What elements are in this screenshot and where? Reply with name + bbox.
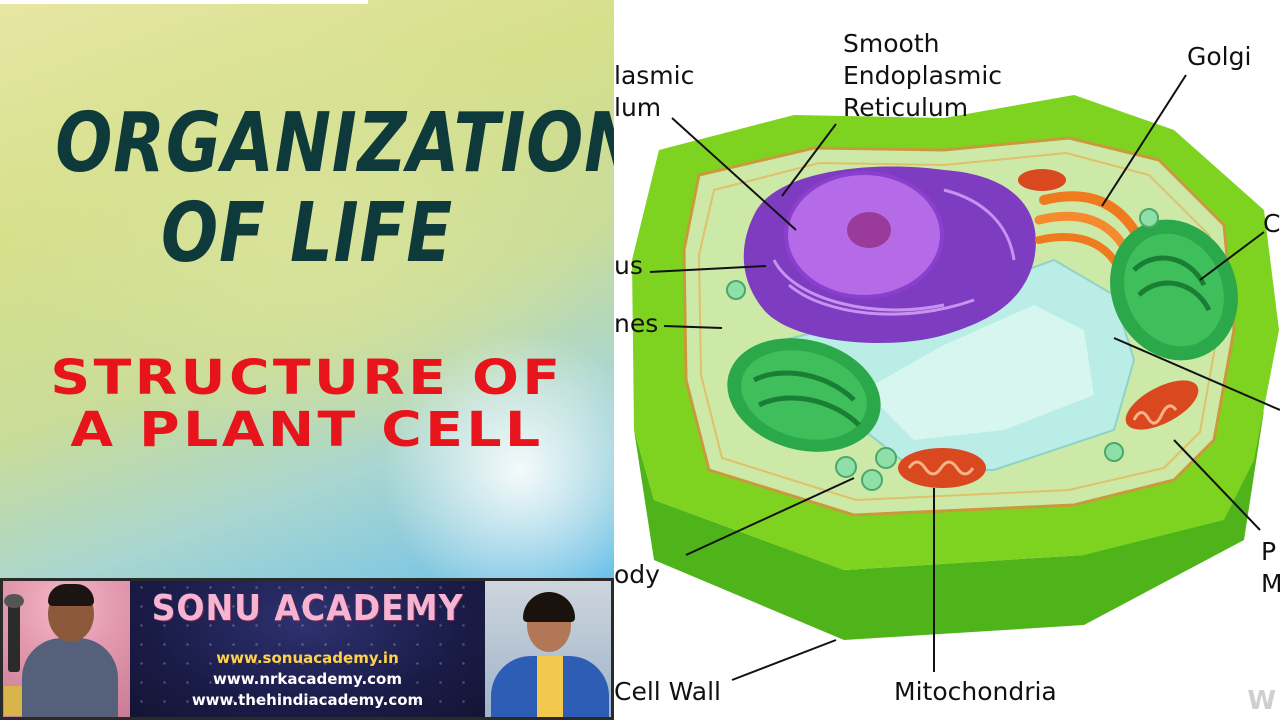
label-smooth-er-line1: Smooth xyxy=(843,28,939,60)
plant-cell-diagram: lasmic lum Smooth Endoplasmic Reticulum … xyxy=(614,0,1280,720)
academy-info: SONU ACADEMY www.sonuacademy.in www.nrka… xyxy=(130,578,485,720)
url-sonuacademy: www.sonuacademy.in xyxy=(130,648,485,669)
trophy-icon xyxy=(8,602,20,672)
subtitle-line-2: A PLANT CELL xyxy=(0,402,614,458)
vesicle xyxy=(876,448,896,468)
label-golgi: Golgi xyxy=(1187,41,1251,73)
url-thehindiacademy: www.thehindiacademy.com xyxy=(130,690,485,711)
vesicle xyxy=(727,281,745,299)
label-plasma-membrane-line1: P xyxy=(1261,536,1276,568)
vesicle xyxy=(836,457,856,477)
vesicle xyxy=(1105,443,1123,461)
academy-urls: www.sonuacademy.in www.nrkacademy.com ww… xyxy=(130,648,485,711)
label-rough-er-line2: lum xyxy=(614,92,661,124)
vesicle xyxy=(1140,209,1158,227)
label-smooth-er-line2: Endoplasmic xyxy=(843,60,1002,92)
label-chloroplast-partial: C xyxy=(1263,208,1280,240)
label-mitochondria: Mitochondria xyxy=(894,676,1057,708)
url-nrkacademy: www.nrkacademy.com xyxy=(130,669,485,690)
vesicle xyxy=(862,470,882,490)
title-panel: ORGANIZATION OF LIFE STRUCTURE OF A PLAN… xyxy=(0,0,614,578)
subtitle-line-1: STRUCTURE OF xyxy=(0,350,614,406)
label-rough-er-line1: lasmic xyxy=(614,60,694,92)
title-line-1: ORGANIZATION xyxy=(55,96,558,191)
label-golgi-body: ody xyxy=(614,559,660,591)
academy-banner: SONU ACADEMY www.sonuacademy.in www.nrka… xyxy=(0,578,614,720)
mitochondrion-bottom xyxy=(898,448,986,488)
label-smooth-er-line3: Reticulum xyxy=(843,92,968,124)
label-nucleus: us xyxy=(614,250,643,282)
nucleolus xyxy=(847,212,891,248)
presenter-photo-left xyxy=(0,578,130,720)
presenter-photo-right xyxy=(485,578,614,720)
mitochondrion-top xyxy=(1018,169,1066,191)
label-plasma-membrane-line2: M xyxy=(1261,568,1280,600)
title-line-2: OF LIFE xyxy=(55,186,558,281)
label-ribosomes: nes xyxy=(614,308,658,340)
label-cell-wall: Cell Wall xyxy=(614,676,721,708)
watermark: W xyxy=(1247,686,1276,716)
academy-name: SONU ACADEMY xyxy=(144,588,471,629)
